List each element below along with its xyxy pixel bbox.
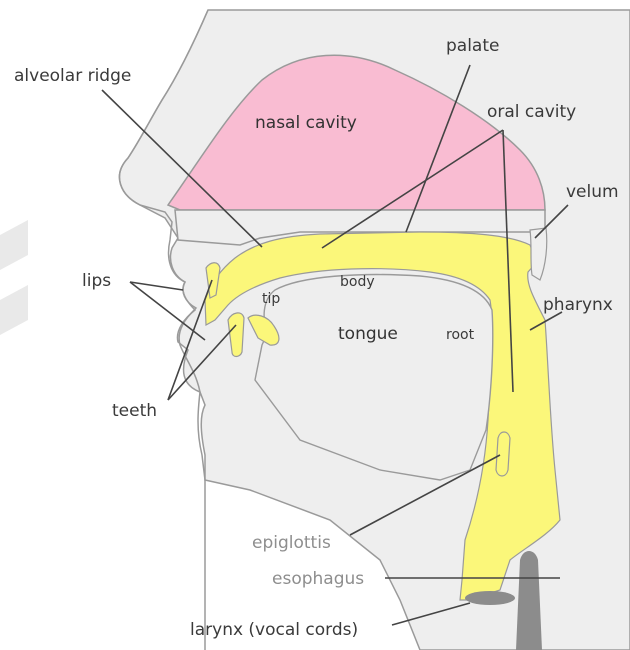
label-larynx: larynx (vocal cords) <box>190 620 358 640</box>
label-lips: lips <box>82 271 111 291</box>
label-oral-cavity: oral cavity <box>487 102 576 122</box>
label-alveolar-ridge: alveolar ridge <box>14 66 131 86</box>
label-palate: palate <box>446 36 499 56</box>
epiglottis-shape <box>496 432 510 476</box>
label-epiglottis: epiglottis <box>252 533 331 553</box>
vocal-cords-shape <box>465 591 515 605</box>
label-pharynx: pharynx <box>543 295 613 315</box>
label-tip: tip <box>262 291 280 307</box>
label-teeth: teeth <box>112 401 157 421</box>
esophagus-shape <box>516 551 542 650</box>
watermark <box>0 220 28 335</box>
label-root: root <box>446 327 475 343</box>
label-body: body <box>340 274 375 290</box>
label-esophagus: esophagus <box>272 569 364 589</box>
label-tongue: tongue <box>338 324 398 344</box>
label-velum: velum <box>566 182 619 202</box>
label-nasal-cavity: nasal cavity <box>255 113 357 133</box>
